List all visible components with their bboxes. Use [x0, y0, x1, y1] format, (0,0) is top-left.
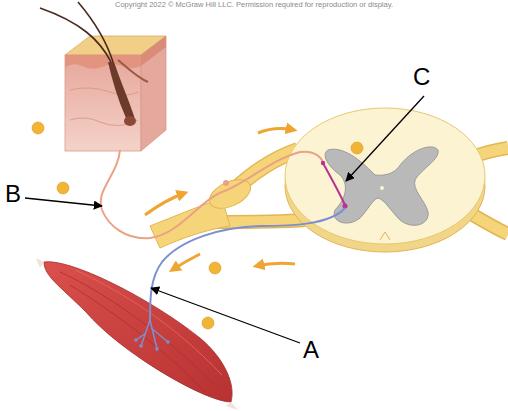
impulse-arrow	[145, 193, 185, 215]
tendon	[226, 402, 238, 410]
neurons	[101, 150, 348, 351]
muscle-striation	[60, 272, 215, 385]
impulse-arrow	[258, 129, 294, 133]
hair-bulb	[124, 116, 136, 126]
callout-letter: C	[413, 64, 437, 90]
motor-end-branches	[136, 320, 168, 349]
callout-letter: A	[303, 337, 327, 363]
neuromuscular-junction	[166, 340, 170, 344]
epidermis-layer	[65, 55, 141, 69]
neuromuscular-junction	[155, 347, 159, 351]
tendon	[36, 258, 44, 268]
impulse-arrows	[145, 129, 295, 270]
bullet-dot	[351, 142, 363, 154]
leader-line	[346, 96, 424, 181]
motor-neuron	[150, 208, 345, 320]
bullet-dot	[32, 122, 44, 134]
gray-matter	[325, 147, 438, 225]
callout-letter: B	[5, 181, 29, 207]
impulse-arrow	[172, 254, 200, 270]
epidermis-side	[141, 36, 166, 66]
copyright-notice: Copyright 2022 © McGraw Hill LLC. Permis…	[0, 1, 508, 9]
leader-line	[151, 288, 300, 343]
bullet-dot	[202, 317, 214, 329]
synapse	[321, 161, 325, 165]
white-matter	[285, 108, 485, 244]
leader-line	[25, 198, 102, 206]
spinal-cord	[285, 108, 485, 252]
bullet-dot	[209, 262, 221, 274]
bullet-dots	[32, 122, 363, 329]
muscle-belly	[44, 262, 232, 402]
neuromuscular-junction	[139, 344, 143, 348]
muscle-striation	[75, 270, 222, 375]
sensory-cell-body	[223, 180, 229, 186]
interneuron	[323, 163, 345, 205]
impulse-arrow	[256, 263, 295, 266]
central-canal	[380, 186, 384, 190]
hair-shaft	[78, 2, 113, 62]
ventral-fissure	[380, 232, 390, 240]
skin-block	[40, 2, 166, 151]
leader-lines	[25, 96, 424, 343]
skin-side	[141, 36, 166, 151]
dermis-texture	[70, 88, 138, 95]
arrector-muscle	[118, 60, 148, 82]
synapse	[343, 204, 348, 209]
neuromuscular-junction	[134, 338, 138, 342]
bullet-dot	[57, 182, 69, 194]
skeletal-muscle	[36, 258, 238, 410]
